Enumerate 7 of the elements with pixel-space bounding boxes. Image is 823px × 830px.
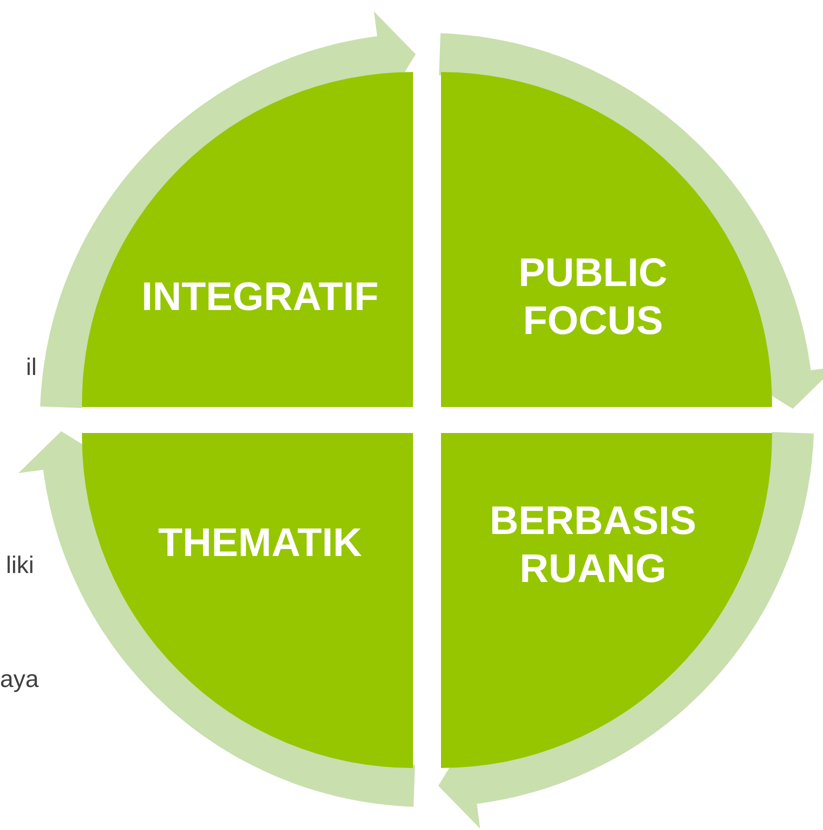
text-fragment: liki — [6, 551, 34, 581]
segment-label: INTEGRATIF — [140, 274, 380, 321]
text-fragment: il — [26, 353, 37, 383]
text-fragment: aya — [0, 665, 39, 695]
segment-label: PUBLIC FOCUS — [518, 250, 668, 345]
segment-label: THEMATIK — [157, 520, 363, 567]
segment-label: BERBASIS RUANG — [488, 498, 698, 593]
